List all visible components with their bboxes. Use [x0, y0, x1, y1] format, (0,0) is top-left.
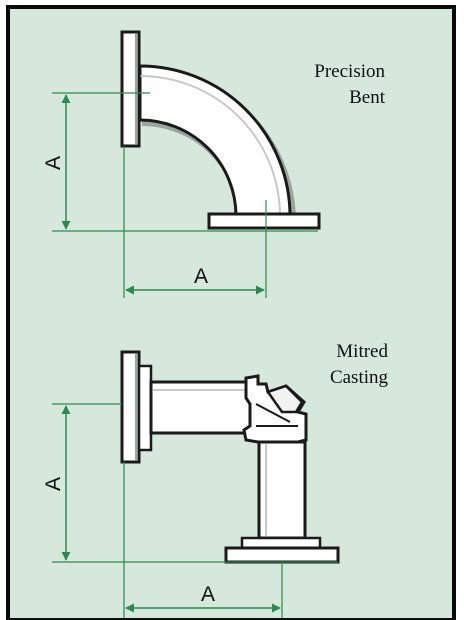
mitred-diagonal-plate: [266, 384, 304, 414]
mitred-vertical-dimension-label: A: [42, 477, 65, 491]
mitred-bottom-flange: [224, 546, 340, 564]
precision-left-flange: [120, 30, 141, 148]
precision-horizontal-dimension-label: A: [194, 265, 208, 288]
precision-bottom-flange: [207, 212, 321, 230]
precision-bend-highlight: [139, 75, 281, 217]
mitred-horizontal-dimension-label: A: [201, 583, 215, 606]
precision-vertical-dimension-label: A: [42, 156, 65, 170]
precision-bent-diagram: A A Precision Bent: [42, 30, 386, 298]
precision-bent-caption-line2: Bent: [349, 87, 386, 108]
precision-bent-caption-line1: Precision: [314, 61, 385, 82]
precision-bend-pipe: [138, 64, 292, 218]
mitred-casting-caption-line2: Casting: [330, 367, 389, 388]
mitred-casting-caption-line1: Mitred: [336, 341, 388, 362]
mitred-casting-diagram: A A Mitred Casting: [42, 341, 388, 618]
mitred-corner-detail-line-1: [255, 403, 291, 423]
mitred-left-collar: [137, 364, 153, 452]
